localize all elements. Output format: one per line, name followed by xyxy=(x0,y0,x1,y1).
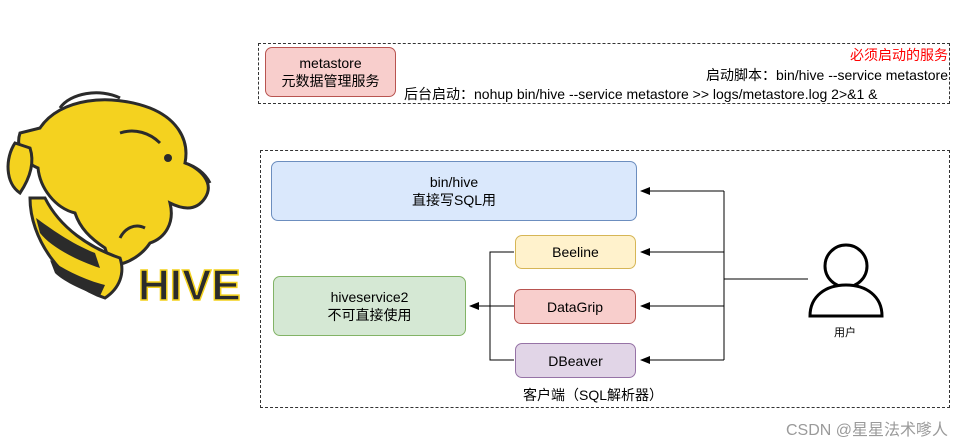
beeline-label: Beeline xyxy=(552,244,599,260)
bin-hive-subtitle: 直接写SQL用 xyxy=(411,192,496,208)
beeline-box: Beeline xyxy=(515,235,636,269)
client-caption: 客户端（SQL解析器） xyxy=(523,387,664,403)
bin-hive-title: bin/hive xyxy=(429,174,479,190)
client-section-frame xyxy=(260,150,950,408)
dbeaver-box: DBeaver xyxy=(515,343,636,378)
hive-logo-text: HIVE xyxy=(138,261,241,310)
hiveserver2-title: hiveservice2 xyxy=(330,289,409,305)
hive-logo-icon: HIVE xyxy=(6,91,241,311)
metastore-section-frame xyxy=(258,43,950,104)
csdn-watermark: CSDN @星星法术嗲人 xyxy=(785,422,948,439)
hiveserver2-box: hiveservice2 不可直接使用 xyxy=(273,276,466,336)
start-script-text: 启动脚本：bin/hive --service metastore xyxy=(706,67,948,83)
user-label: 用户 xyxy=(834,327,856,339)
metastore-box-subtitle: 元数据管理服务 xyxy=(281,73,380,89)
datagrip-label: DataGrip xyxy=(546,298,604,315)
dbeaver-label: DBeaver xyxy=(548,352,603,369)
bin-hive-box: bin/hive 直接写SQL用 xyxy=(271,161,637,221)
background-start-text: 后台启动：nohup bin/hive --service metastore … xyxy=(404,86,878,102)
datagrip-box: DataGrip xyxy=(514,289,636,324)
metastore-box: metastore 元数据管理服务 xyxy=(265,47,396,97)
user-icon xyxy=(808,243,884,318)
hiveserver2-subtitle: 不可直接使用 xyxy=(327,307,412,323)
metastore-box-title: metastore xyxy=(299,55,362,71)
required-service-note: 必须启动的服务 xyxy=(850,47,948,63)
